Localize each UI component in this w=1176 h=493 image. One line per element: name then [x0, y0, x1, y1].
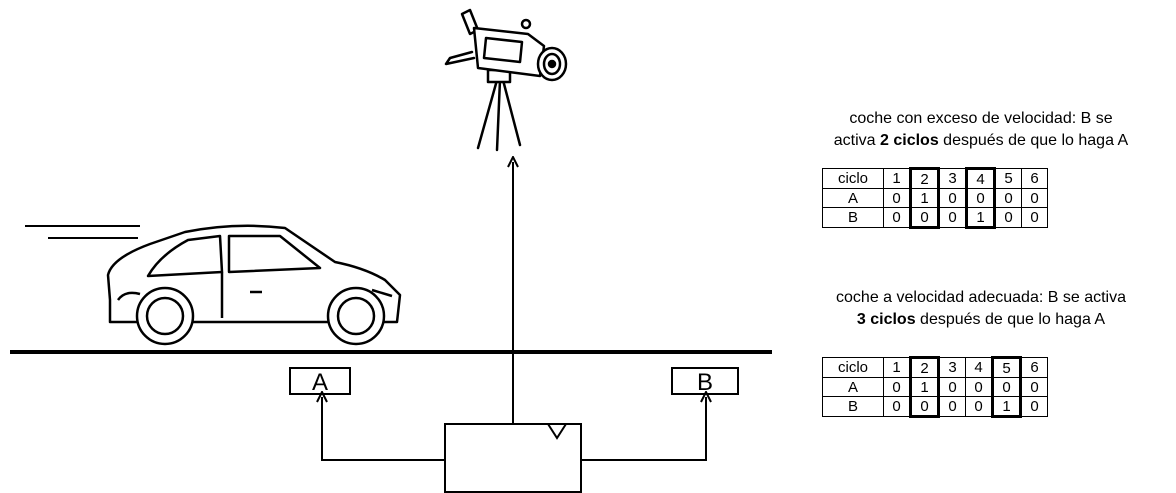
table-cell: 0: [938, 377, 966, 397]
table-cell: 6: [1021, 168, 1048, 189]
table-cell: 5: [991, 356, 1022, 378]
signal-wires: [322, 162, 706, 461]
fast-case-caption-line2: activa 2 ciclos después de que lo haga A: [788, 130, 1174, 152]
table-cell: 0: [883, 188, 911, 208]
fast-case-caption-pre: activa: [833, 132, 881, 149]
table-cell: 0: [938, 188, 967, 208]
table-cell: 0: [965, 396, 993, 417]
table-row-label: A: [822, 188, 884, 208]
table-cell: 4: [965, 167, 996, 189]
speed-lines: [25, 225, 140, 239]
table-cell: 3: [938, 168, 967, 189]
table-cell: 0: [991, 377, 1022, 397]
table-row-label: B: [822, 207, 884, 228]
table-cell: 2: [909, 356, 940, 378]
table-cell: 2: [909, 167, 940, 189]
table-cell: 0: [1021, 188, 1048, 208]
clock-input-icon: [547, 423, 567, 440]
table-cell: 0: [938, 396, 966, 417]
fast-case-caption-line1: coche con exceso de velocidad: B se: [849, 110, 1113, 127]
ok-case-caption-line1: coche a velocidad adecuada: B se activa: [836, 289, 1126, 306]
sensor-b-box: [671, 367, 739, 395]
fast-case-caption-bold: 2 ciclos: [880, 132, 939, 149]
table-row-label: A: [822, 377, 884, 397]
table-cell: 0: [994, 188, 1022, 208]
table-cell: 0: [965, 188, 996, 208]
table-cell: 0: [909, 396, 940, 418]
table-cell: 0: [1020, 377, 1048, 397]
ok-case-caption-bold: 3 ciclos: [856, 311, 916, 328]
table-row-label: ciclo: [822, 357, 884, 378]
table-cell: 0: [883, 207, 911, 228]
table-cell: 0: [909, 207, 940, 229]
fast-case-caption: coche con exceso de velocidad: B se acti…: [788, 108, 1174, 152]
table-cell: 4: [965, 357, 993, 378]
table-row-label: ciclo: [822, 168, 884, 189]
ok-case-caption: coche a velocidad adecuada: B se activa …: [788, 287, 1174, 331]
table-cell: 0: [994, 207, 1022, 228]
table-cell: 0: [938, 207, 967, 228]
fast-case-caption-post: después de que lo haga A: [938, 132, 1129, 149]
table-cell: 6: [1020, 357, 1048, 378]
table-cell: 0: [883, 377, 911, 397]
table-cell: 1: [991, 396, 1022, 418]
table-cell: 3: [938, 357, 966, 378]
table-cell: 0: [1021, 207, 1048, 228]
table-cell: 1: [965, 207, 996, 229]
ok-case-caption-post: después de que lo haga A: [915, 311, 1106, 328]
table-cell: 1: [883, 168, 911, 189]
camera-icon: [444, 8, 568, 152]
car-icon: [106, 224, 402, 346]
sensor-a-box: [289, 367, 351, 395]
table-cell: 0: [883, 396, 911, 417]
ok-case-caption-line2: 3 ciclos después de que lo haga A: [788, 309, 1174, 331]
table-row-label: B: [822, 396, 884, 417]
table-cell: 1: [883, 357, 911, 378]
table-cell: 1: [909, 377, 940, 397]
table-cell: 1: [909, 188, 940, 208]
sensor-b-label: B: [697, 369, 713, 396]
sensor-a-label: A: [312, 369, 328, 396]
table-cell: 0: [1020, 396, 1048, 417]
table-cell: 5: [994, 168, 1022, 189]
table-cell: 0: [965, 377, 993, 397]
